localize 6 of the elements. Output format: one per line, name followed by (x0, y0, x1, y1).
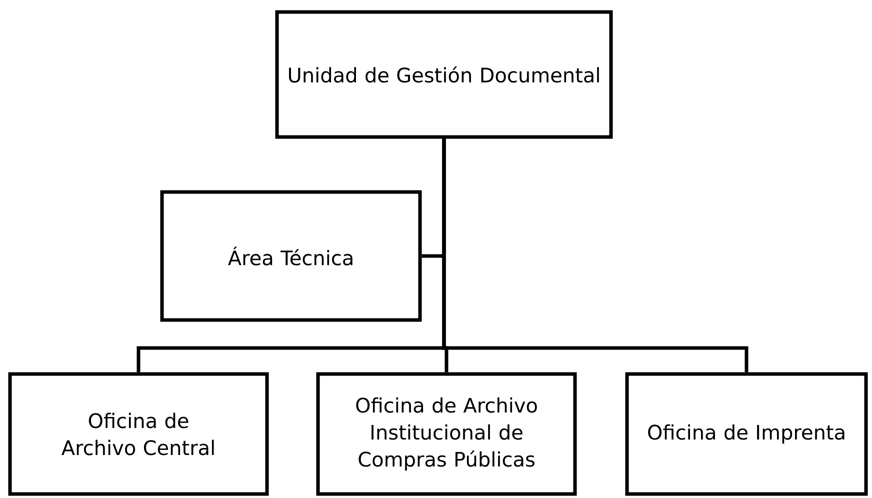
org-box: Área Técnica (160, 190, 422, 322)
org-box: Unidad de Gestión Documental (275, 10, 613, 139)
org-box: Oficina de Imprenta (625, 372, 868, 496)
connector-line (442, 138, 748, 372)
org-box: Oficina de Archivo Central (8, 372, 269, 496)
org-box: Oficina de Archivo Institucional de Compras Públicas (316, 372, 577, 496)
